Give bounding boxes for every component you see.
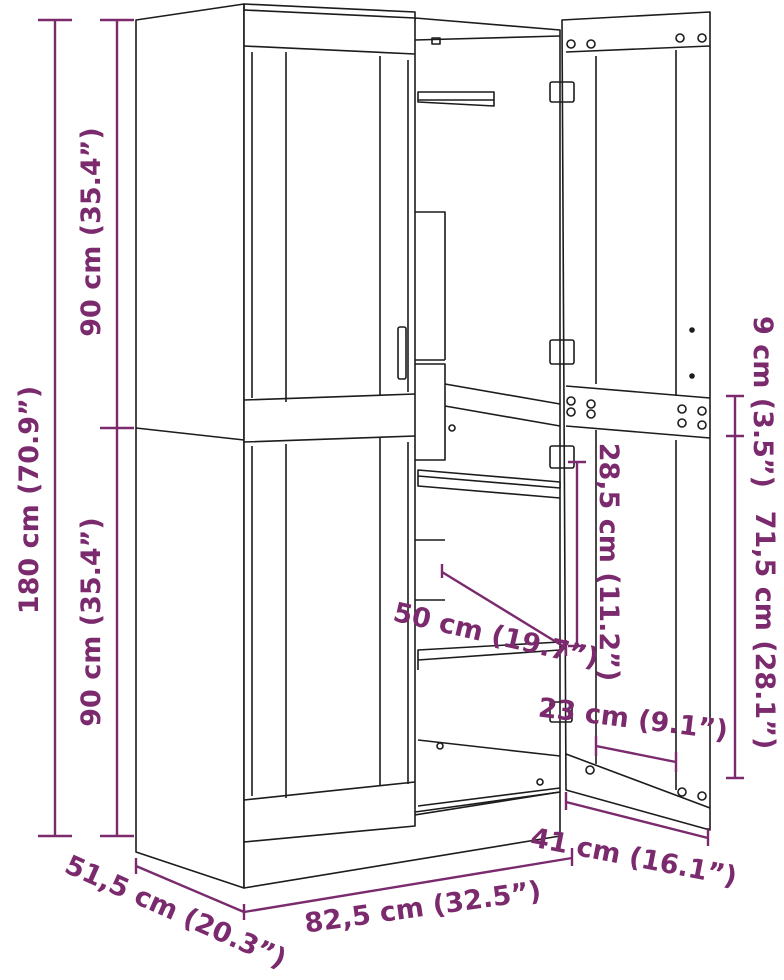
door-hinges — [549, 81, 575, 723]
total-height-label: 180 cm (70.9”) — [14, 386, 45, 614]
left-door — [243, 9, 416, 843]
shelf-lower — [417, 641, 561, 670]
upper-height-label: 90 cm (35.4”) — [76, 127, 107, 337]
dimension-lines — [38, 18, 744, 920]
door-handle — [397, 326, 407, 380]
cabinet-side-panel — [135, 3, 245, 889]
shelf-upper — [417, 469, 561, 499]
cabinet-interior — [414, 17, 561, 813]
hanging-rail — [417, 91, 495, 107]
side-divider — [135, 427, 245, 441]
shelf-spacing-label: 28,5 cm (11.2”) — [593, 443, 624, 682]
top-fixed-panel — [415, 363, 446, 461]
width-label: 82,5 cm (32.5”) — [303, 876, 544, 940]
wardrobe-drawing — [135, 3, 711, 889]
top-panel-label: 9 cm (3.5”) — [747, 316, 778, 488]
cabinet-plinth — [243, 791, 561, 889]
lower-door-label: 71,5 cm (28.1”) — [749, 511, 780, 750]
right-door — [561, 11, 711, 831]
lower-height-label: 90 cm (35.4”) — [76, 517, 107, 727]
